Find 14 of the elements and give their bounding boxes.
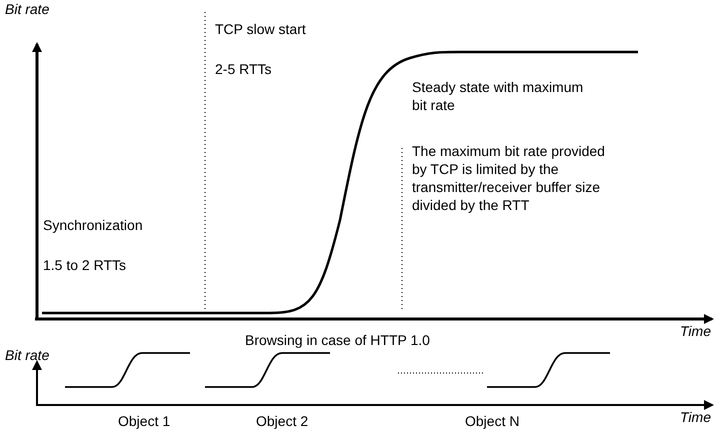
phase-label: Steady state with maximum bit rate [412, 78, 584, 114]
duration-label: 2-5 RTTs [215, 60, 272, 78]
axis-label: Bit rate [5, 0, 50, 18]
phase-label: Synchronization [43, 216, 143, 234]
axis-label: Time [680, 322, 711, 340]
object-label: Object N [465, 412, 520, 430]
object-label: Object 1 [118, 412, 170, 430]
axis-label: Time [680, 408, 711, 426]
phase-label: TCP slow start [215, 20, 306, 38]
axis-label: Bit rate [5, 346, 50, 364]
duration-label: 1.5 to 2 RTTs [43, 256, 126, 274]
note-text: The maximum bit rate provided by TCP is limited by the transmitter/receiver buffer size divided by the RTT [412, 142, 606, 214]
chart-title: Browsing in case of HTTP 1.0 [245, 331, 430, 349]
object-label: Object 2 [256, 412, 308, 430]
